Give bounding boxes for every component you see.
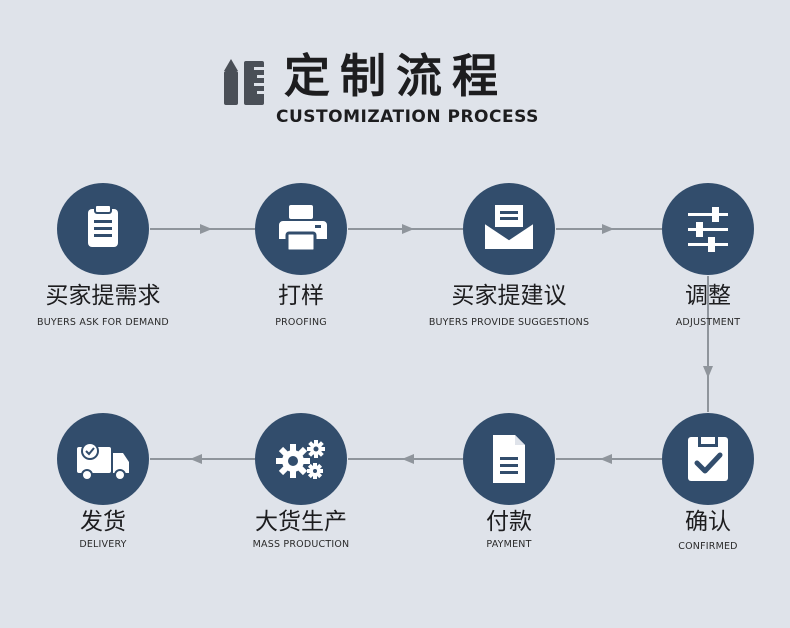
step-label-en: PROOFING (275, 317, 327, 328)
page-title: 定制流程 (284, 49, 508, 103)
sliders-icon (662, 183, 754, 275)
arrow-left-icon (190, 454, 202, 464)
printer-icon (255, 183, 347, 275)
step-label-zh: 买家提建议 (451, 283, 567, 309)
invoice-icon (463, 413, 555, 505)
step-label-en: BUYERS PROVIDE SUGGESTIONS (428, 317, 590, 328)
step-label-en: CONFIRMED (678, 541, 738, 552)
step-label-en: MASS PRODUCTION (252, 539, 350, 550)
arrow-right-icon (402, 224, 414, 234)
step-label-zh: 发货 (80, 509, 126, 535)
arrow-right-icon (200, 224, 212, 234)
check-document-icon (662, 413, 754, 505)
step-label-zh: 确认 (685, 509, 731, 535)
step-label-zh: 大货生产 (255, 509, 347, 535)
pencil-ruler-icon (224, 59, 264, 105)
step-label-zh: 买家提需求 (45, 283, 161, 309)
arrow-down-icon (703, 366, 713, 378)
step-label-en: BUYERS ASK FOR DEMAND (37, 317, 169, 328)
header: 定制流程 CUSTOMIZATION PROCESS (0, 0, 790, 140)
arrow-right-icon (602, 224, 614, 234)
step-label-en: PAYMENT (486, 539, 532, 550)
clipboard-icon (57, 183, 149, 275)
arrow-left-icon (600, 454, 612, 464)
step-label-en: ADJUSTMENT (675, 317, 741, 328)
gears-icon (255, 413, 347, 505)
step-label-zh: 打样 (278, 283, 324, 309)
step-label-en: DELIVERY (79, 539, 127, 550)
step-label-zh: 调整 (685, 283, 731, 309)
step-label-zh: 付款 (486, 509, 532, 535)
truck-icon (57, 413, 149, 505)
envelope-icon (463, 183, 555, 275)
page-subtitle: CUSTOMIZATION PROCESS (276, 107, 539, 127)
arrow-left-icon (402, 454, 414, 464)
